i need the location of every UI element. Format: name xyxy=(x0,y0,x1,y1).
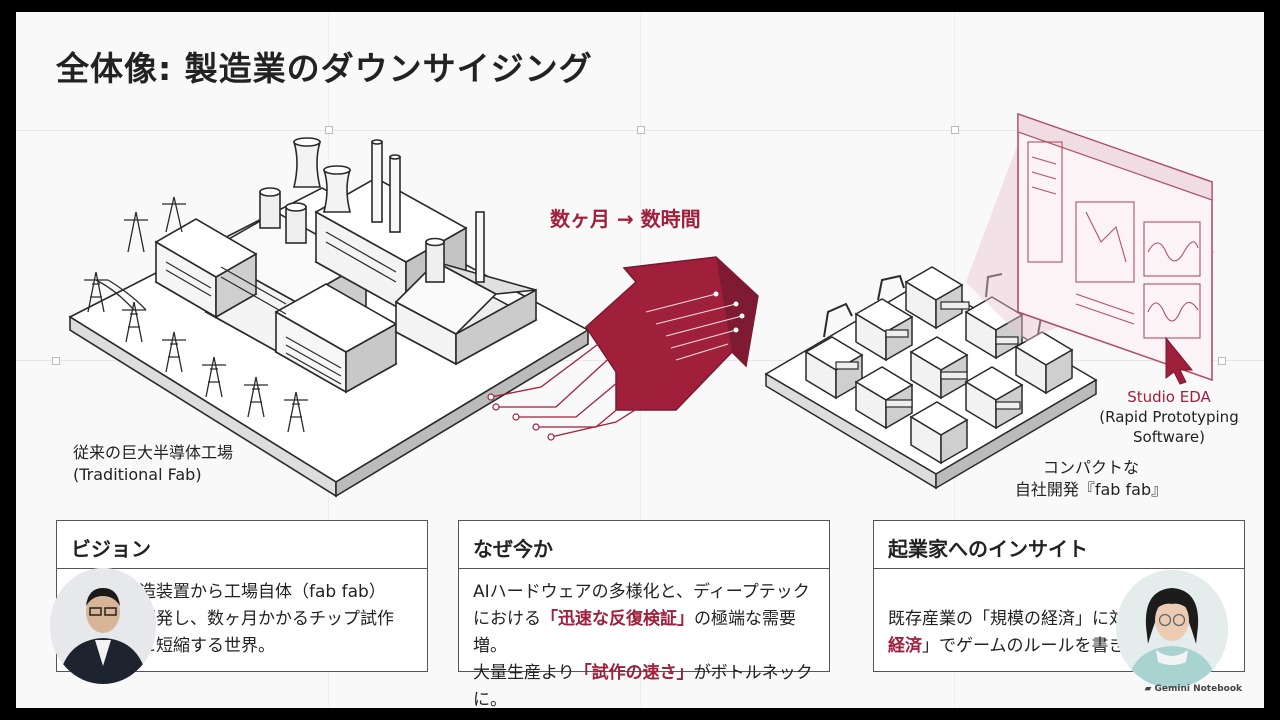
brand-name: Gemini Notebook xyxy=(1154,684,1243,694)
card-text: に短縮する世界。 xyxy=(139,636,275,656)
arrow-caption: 数ヶ月 → 数時間 xyxy=(550,207,701,231)
selection-handle[interactable] xyxy=(52,357,60,365)
compact-fab-label: コンパクトな 自社開発『fab fab』 xyxy=(1001,457,1181,501)
card-text: AIハードウェアの多様化と、ディープテック xyxy=(473,582,810,602)
slide: 全体像: 製造業のダウンサイジング xyxy=(16,12,1264,708)
studio-eda-name: Studio EDA xyxy=(1127,388,1211,406)
highlight-text: 経済 xyxy=(888,636,922,656)
card-line: AIハードウェアの多様化と、ディープテック xyxy=(473,579,815,606)
highlight-text: 「迅速な反復検証」 xyxy=(541,609,694,629)
illustration xyxy=(68,112,1216,498)
traditional-fab-label: 従来の巨大半導体工場 (Traditional Fab) xyxy=(73,442,233,486)
compact-fab-label-line: 自社開発『fab fab』 xyxy=(1014,480,1168,499)
card-text: の極端な需要増。 xyxy=(473,609,796,656)
card-text: がボトルネックに。 xyxy=(473,663,813,708)
selection-handle[interactable] xyxy=(325,126,333,134)
selection-handle[interactable] xyxy=(637,126,645,134)
studio-eda-desc: Software) xyxy=(1133,428,1205,446)
traditional-fab-illustration xyxy=(68,137,590,498)
compact-fab-illustration xyxy=(764,112,1216,490)
participant-video[interactable] xyxy=(50,568,156,684)
card-title: ビジョン xyxy=(57,521,427,569)
card-line: 大量生産より「試作の速さ」がボトルネックに。 xyxy=(473,660,815,708)
studio-eda-desc: (Rapid Prototyping xyxy=(1099,408,1239,426)
why-now-card: なぜ今か AIハードウェアの多様化と、ディープテックにおける「迅速な反復検証」の… xyxy=(458,520,830,708)
card-line: における「迅速な反復検証」の極端な需要増。 xyxy=(473,606,815,660)
card-text: 既存産業の「規模の経済」に対し、 xyxy=(888,609,1160,629)
participant-avatar-icon xyxy=(1116,570,1228,688)
card-title: なぜ今か xyxy=(459,521,829,569)
page-title: 全体像: 製造業のダウンサイジング xyxy=(56,49,593,88)
studio-eda-label: Studio EDA (Rapid Prototyping Software) xyxy=(1094,387,1244,447)
selection-handle[interactable] xyxy=(1218,357,1226,365)
traditional-fab-label-line: 従来の巨大半導体工場 xyxy=(73,443,234,462)
participant-video[interactable] xyxy=(1116,570,1228,688)
card-text: 半導体製造装置から工場自体（fab fab） xyxy=(71,582,386,602)
card-title: 起業家へのインサイト xyxy=(874,521,1244,569)
highlight-text: 「試作の速さ」 xyxy=(574,663,694,683)
traditional-fab-label-line: (Traditional Fab) xyxy=(73,465,202,484)
brand-watermark: ▰ Gemini Notebook xyxy=(1144,684,1242,694)
participant-avatar-icon xyxy=(50,568,156,684)
card-text: 大量生産より xyxy=(473,663,575,683)
card-body: AIハードウェアの多様化と、ディープテックにおける「迅速な反復検証」の極端な需要… xyxy=(459,569,829,708)
compact-fab-label-line: コンパクトな xyxy=(1042,458,1139,477)
selection-handle[interactable] xyxy=(951,126,959,134)
card-text: における xyxy=(473,609,541,629)
card-line: 半導体製造装置から工場自体（fab fab） xyxy=(71,579,413,606)
transition-arrow xyxy=(487,256,759,441)
notebook-icon: ▰ xyxy=(1144,684,1155,694)
